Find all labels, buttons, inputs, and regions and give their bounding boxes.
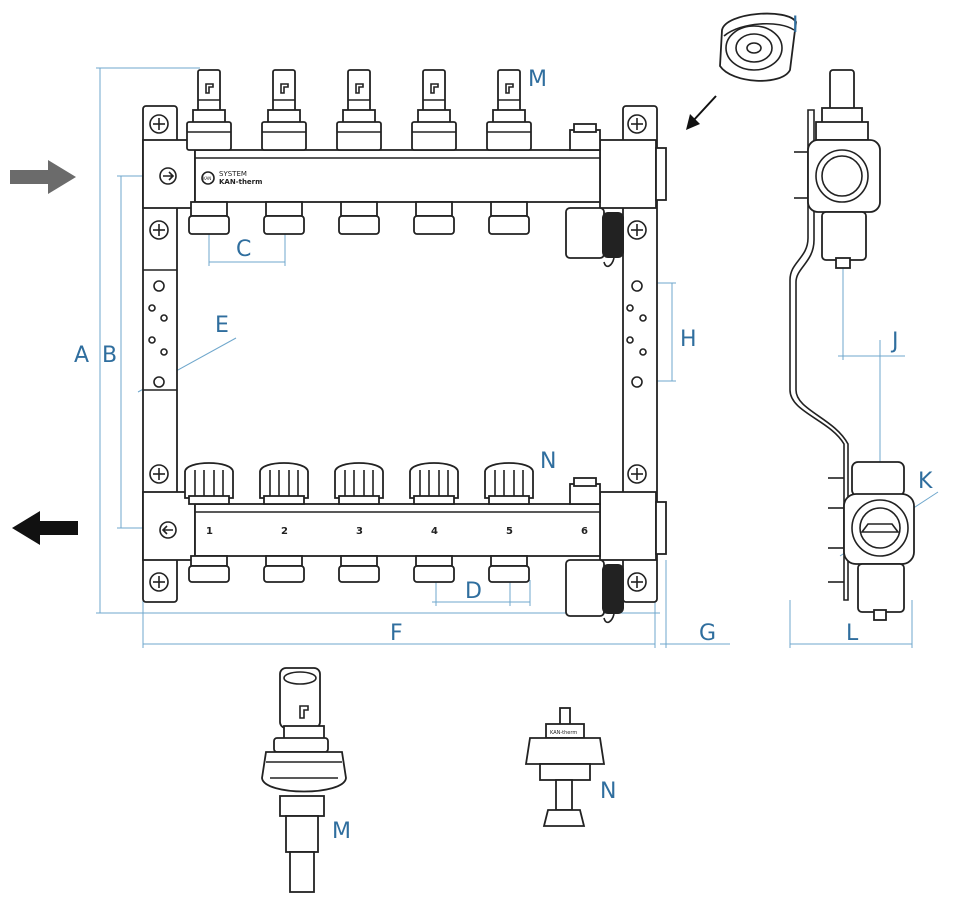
label-g: G: [699, 621, 716, 646]
supply-outlet: [338, 201, 380, 235]
valve-cap: [259, 462, 309, 505]
label-f: F: [390, 621, 403, 646]
label-j: J: [890, 329, 899, 354]
label-n-top: N: [540, 449, 556, 474]
left-mounting-bracket: [142, 105, 196, 603]
label-b: B: [102, 343, 117, 368]
supply-flow-arrow-icon: [10, 160, 76, 194]
supply-outlet: [488, 201, 530, 235]
valve-insert-label: KAN-therm: [550, 730, 577, 736]
brand-line-2: KAN-therm: [219, 178, 262, 186]
label-e: E: [215, 313, 229, 338]
valve-cap-row: [184, 462, 534, 505]
label-d: D: [465, 579, 482, 604]
label-k: K: [918, 469, 933, 494]
return-outlet: [188, 555, 230, 583]
detail-n-valve-insert: KAN-therm: [524, 707, 606, 827]
circuit-number: 5: [506, 526, 513, 537]
label-h: H: [680, 327, 697, 352]
label-m-detail: M: [332, 819, 351, 844]
supply-outlet: [413, 201, 455, 235]
label-l: L: [846, 621, 859, 646]
valve-cap: [484, 462, 534, 505]
label-c: C: [236, 237, 251, 262]
flow-meter: [186, 69, 232, 151]
flow-meter: [486, 69, 532, 151]
circuit-number: 1: [206, 526, 213, 537]
valve-cap: [334, 462, 384, 505]
flow-meter: [336, 69, 382, 151]
return-outlet: [263, 555, 305, 583]
return-outlet: [488, 555, 530, 583]
return-outlet: [338, 555, 380, 583]
valve-cap: [184, 462, 234, 505]
supply-outlets: [188, 201, 530, 235]
dimension-lines: [96, 67, 939, 648]
detail-pointer-arrow-icon: [686, 95, 717, 130]
label-a: A: [74, 343, 89, 368]
return-outlet: [413, 555, 455, 583]
brand-line-1: SYSTEM: [219, 170, 247, 178]
side-view: [789, 69, 915, 621]
flow-meter: [411, 69, 457, 151]
supply-manifold-bar: KAN SYSTEM KAN-therm: [159, 149, 601, 203]
supply-outlet: [263, 201, 305, 235]
circuit-number: 3: [356, 526, 363, 537]
supply-outlet: [188, 201, 230, 235]
logo-text: KAN: [203, 176, 211, 181]
label-n-detail: N: [600, 779, 616, 804]
bolt-cross-icon: [149, 114, 647, 592]
circuit-number: 4: [431, 526, 438, 537]
air-vent-and-drain-bottom: [565, 477, 624, 624]
label-m-top: M: [528, 67, 547, 92]
circuit-number-row: 1 2 3 4 5 6: [206, 526, 588, 537]
return-outlets: [188, 555, 530, 583]
return-manifold-bar: [159, 503, 601, 557]
detail-i-cap: [719, 12, 797, 82]
right-mounting-bracket: [599, 105, 667, 603]
air-vent-and-drain-top: [565, 123, 624, 268]
return-flow-arrow-icon: [12, 511, 78, 545]
flow-meter: [261, 69, 307, 151]
dimension-labels: A B C D E F G H I J K L M N M N: [74, 13, 933, 844]
flow-meter-row: [186, 69, 532, 151]
circuit-number: 6: [581, 526, 588, 537]
detail-m-flow-meter: [261, 667, 347, 893]
label-i: I: [792, 13, 799, 38]
circuit-number: 2: [281, 526, 288, 537]
valve-cap: [409, 462, 459, 505]
